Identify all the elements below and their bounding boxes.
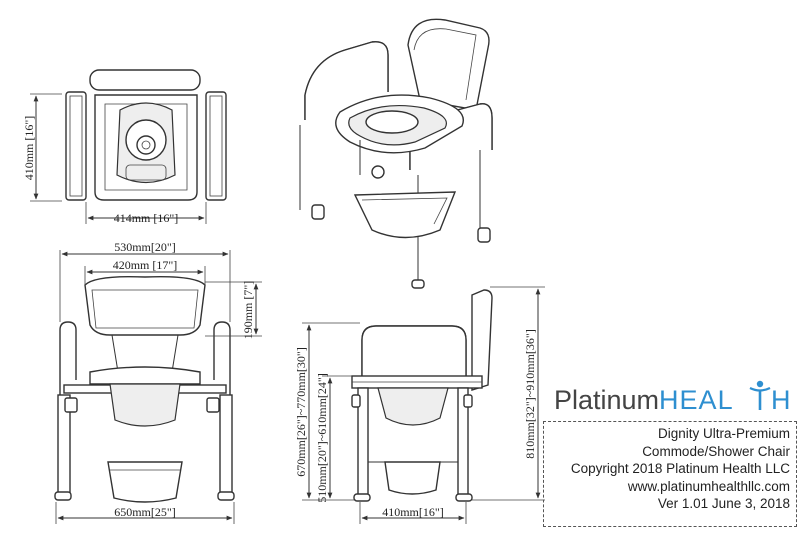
top-view: [65, 69, 227, 201]
dim-front-outer-width: 530mm[20"]: [114, 240, 176, 254]
front-view: [54, 275, 235, 503]
dim-top-width: 414mm [16"]: [114, 211, 179, 225]
dim-side-depth: 410mm[16"]: [382, 505, 444, 519]
logo-text-heal: HEAL: [659, 385, 734, 415]
dim-base-width: 650mm[25"]: [114, 505, 176, 519]
product-name-line2: Commode/Shower Chair: [642, 443, 790, 459]
logo-text-platinum: Platinum: [554, 385, 659, 415]
website-url: www.platinumhealthllc.com: [627, 478, 790, 494]
dim-top-depth: 410mm [16"]: [22, 116, 36, 181]
logo-text-h: H: [771, 385, 792, 415]
dim-front-back-width: 420mm [17"]: [113, 258, 178, 272]
isometric-view: [299, 18, 493, 289]
dim-side-height-range: 810mm[32"]~910mm[36"]: [523, 329, 537, 459]
copyright-text: Copyright 2018 Platinum Health LLC: [570, 461, 790, 476]
side-view: [351, 289, 493, 502]
dim-backrest-height: 190mm [7"]: [241, 281, 255, 340]
dim-overall-height-range: 670mm[26"]~770mm[30"]: [294, 347, 308, 477]
product-name-line1: Dignity Ultra-Premium: [657, 426, 790, 441]
version-text: Ver 1.01 June 3, 2018: [657, 496, 790, 511]
svg-text:PlatinumHEAL: PlatinumHEAL: [554, 385, 734, 415]
dim-seat-height-range: 510mm[20"]~610mm[24"]: [315, 373, 329, 503]
info-box: Dignity Ultra-Premium Commode/Shower Cha…: [543, 421, 797, 527]
platinum-health-logo: PlatinumHEAL H: [554, 380, 792, 415]
person-figure-icon: [749, 380, 771, 410]
